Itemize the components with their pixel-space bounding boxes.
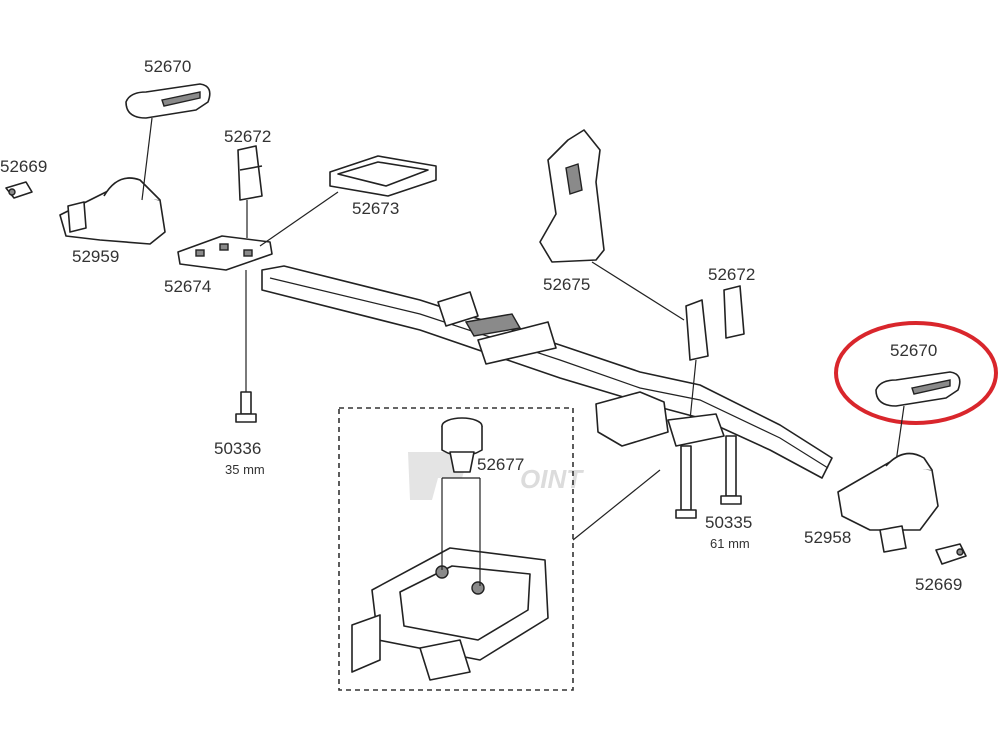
label-50336: 50336 <box>214 439 261 458</box>
label-52958: 52958 <box>804 528 851 547</box>
label-52669-left: 52669 <box>0 157 47 176</box>
detail-base-plate <box>351 547 549 681</box>
part-52670-left-strap <box>125 83 211 201</box>
label-50336-length: 35 mm <box>225 462 265 477</box>
label-52675: 52675 <box>543 275 590 294</box>
detail-leader <box>572 469 661 541</box>
label-52670-left: 52670 <box>144 57 191 76</box>
label-52673: 52673 <box>352 199 399 218</box>
part-52672-left-wedge <box>237 145 263 238</box>
part-52673-pad <box>259 155 437 247</box>
watermark-text: OINT <box>520 464 584 494</box>
part-52959-end-cap <box>59 177 166 245</box>
detail-box <box>338 407 574 691</box>
label-52672-right: 52672 <box>708 265 755 284</box>
part-52674-plate <box>177 235 273 392</box>
label-52959: 52959 <box>72 247 119 266</box>
label-52677: 52677 <box>477 455 524 474</box>
label-50335-length: 61 mm <box>710 536 750 551</box>
part-52669-right-clip <box>935 543 967 565</box>
highlight-circle <box>834 321 998 425</box>
main-rail <box>261 265 833 479</box>
label-52669-right: 52669 <box>915 575 962 594</box>
part-50336-bolt <box>235 391 257 423</box>
part-52669-left-clip <box>5 181 33 199</box>
part-52670-right-strap <box>875 371 961 463</box>
part-52958-end-cap <box>837 452 939 553</box>
label-52672-left: 52672 <box>224 127 271 146</box>
label-52674: 52674 <box>164 277 211 296</box>
center-clamp <box>595 391 725 447</box>
part-52672-right-wedge <box>685 285 745 421</box>
label-50335: 50335 <box>705 513 752 532</box>
part-50335-bolts <box>675 435 742 519</box>
part-52675-arm <box>539 129 685 321</box>
part-52677-knob <box>441 417 483 586</box>
label-52670-right: 52670 <box>890 341 937 360</box>
